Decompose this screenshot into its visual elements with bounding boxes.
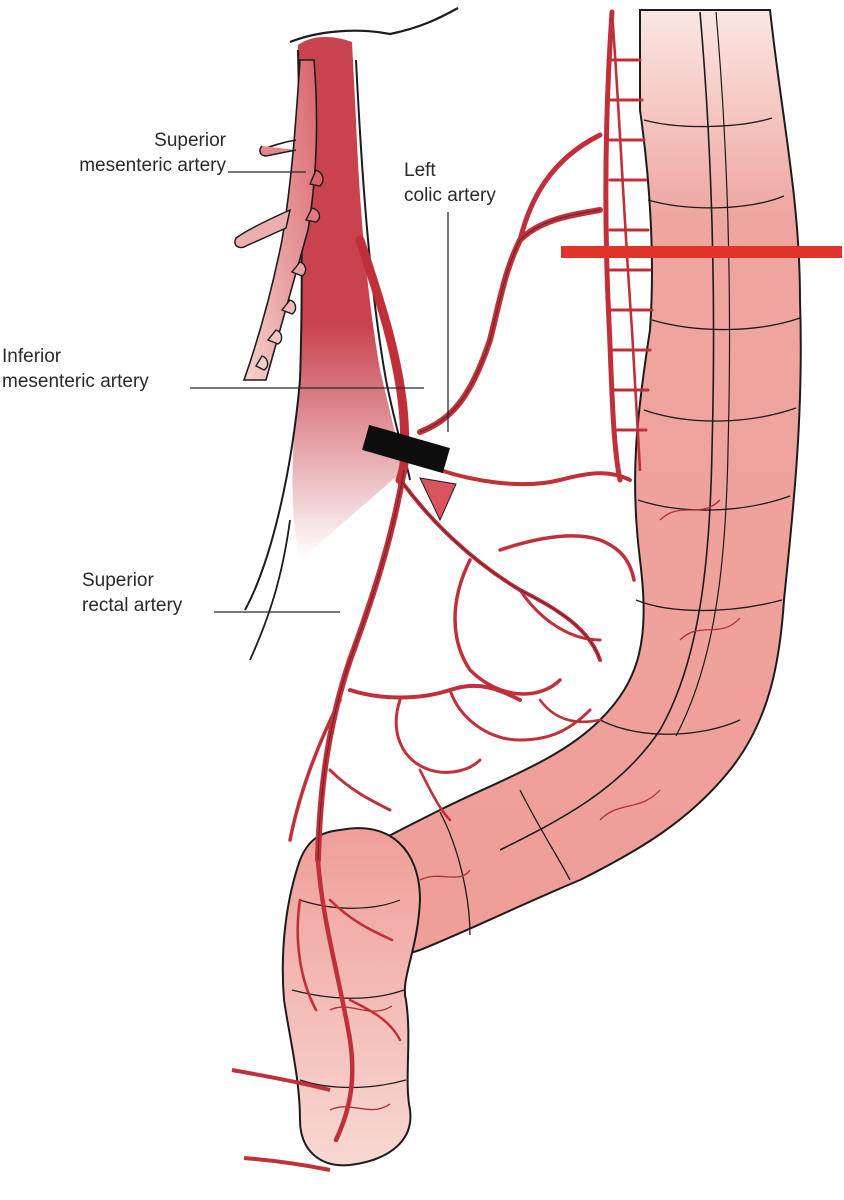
leader-lines	[190, 171, 449, 613]
label-line: mesenteric artery	[2, 371, 149, 392]
label-inferior-mesenteric-artery: Inferior mesenteric artery	[2, 344, 149, 394]
label-line: rectal artery	[82, 595, 183, 616]
label-line: colic artery	[404, 185, 496, 206]
superior-mesenteric-artery-vessel	[234, 59, 324, 381]
label-line: Superior	[82, 570, 154, 591]
ligation-clamp-bar	[362, 424, 450, 474]
label-line: Inferior	[2, 346, 62, 367]
label-superior-rectal-artery: Superior rectal artery	[82, 568, 182, 618]
label-line: Superior	[154, 130, 226, 151]
label-line: mesenteric artery	[79, 155, 226, 176]
label-left-colic-artery: Left colic artery	[404, 158, 496, 208]
label-line: Left	[404, 160, 436, 181]
artery-outlines	[317, 209, 601, 861]
ima-root-wedge	[419, 477, 457, 522]
transection-line-bar	[561, 246, 842, 258]
label-superior-mesenteric-artery: Superior mesenteric artery	[30, 128, 226, 178]
